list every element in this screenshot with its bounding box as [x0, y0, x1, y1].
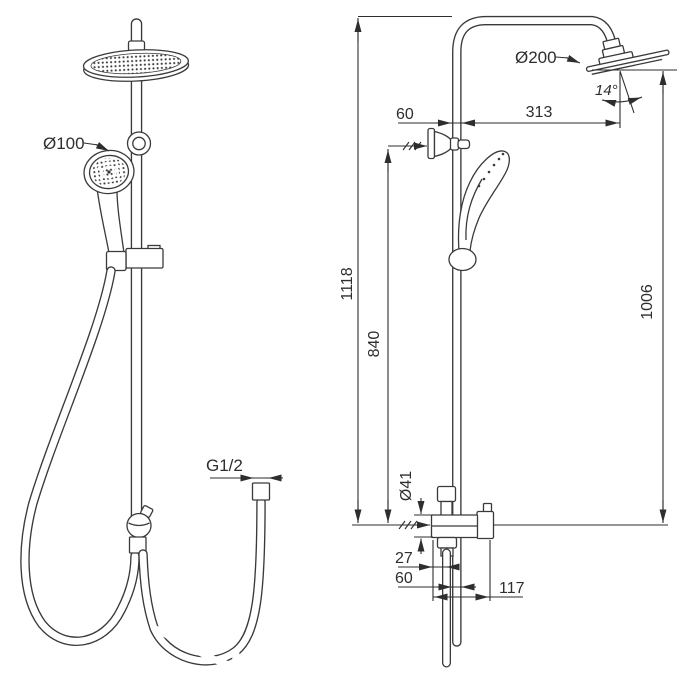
holder-knob — [448, 247, 477, 272]
dim-label-head-height: 1006 — [639, 284, 656, 320]
rain-head-front — [82, 49, 190, 82]
dim-label-valve-depth: 117 — [499, 580, 525, 597]
dim-label-wall-to-riser: 60 — [396, 106, 414, 123]
hand-shower-hose — [20, 266, 140, 646]
hand-shower-handle — [96, 187, 125, 254]
wand-spray-dots — [477, 152, 505, 188]
diverter-knob-top — [436, 485, 457, 503]
hand-shower-front — [83, 149, 135, 254]
dim-label-total-height: 1118 — [339, 267, 356, 300]
dim-label-wall-to-hose: 27 — [395, 550, 413, 567]
hose-thread-fitting — [251, 482, 271, 501]
head-connector — [601, 37, 625, 59]
hand-shower-side — [448, 150, 510, 272]
ball-joint — [126, 504, 154, 554]
dim-label-hand-shower-diameter: Ø100 — [43, 134, 85, 153]
riser-pipe-side — [452, 15, 619, 647]
dim-label-hose-thread: G1/2 — [206, 456, 243, 475]
dim-hand-shower-diameter: Ø100 — [43, 134, 110, 153]
wall-fixing-hatch-top — [402, 141, 422, 151]
dimensions: 1118 840 1006 60 313 — [339, 15, 677, 601]
slider-bracket-front — [105, 244, 164, 272]
rain-head-side — [585, 49, 670, 75]
supply-hose — [138, 497, 266, 668]
front-view: Ø100 G1/2 — [20, 18, 283, 668]
wall-fixing-hatch-bottom — [398, 520, 418, 530]
dim-label-head-tilt-angle: 14° — [595, 82, 618, 99]
side-view: 1118 840 1006 60 313 — [339, 15, 677, 668]
wall-bracket-side — [427, 127, 471, 160]
dim-label-wall-to-riser-bottom: 60 — [395, 570, 413, 587]
dim-label-head-diameter: Ø200 — [515, 48, 557, 67]
valve-outlet-block — [476, 510, 495, 540]
dim-label-valve-diameter: Ø41 — [398, 471, 415, 501]
riser-pipe-front — [127, 18, 146, 522]
valve-assembly — [430, 485, 495, 557]
dim-hose-thread: G1/2 — [206, 456, 283, 482]
hose-outlet-nut — [436, 536, 458, 549]
dim-label-riser-to-head: 313 — [526, 104, 553, 121]
wall-ring — [126, 131, 152, 156]
dim-label-bracket-height: 840 — [366, 331, 383, 358]
spray-face — [90, 52, 182, 75]
